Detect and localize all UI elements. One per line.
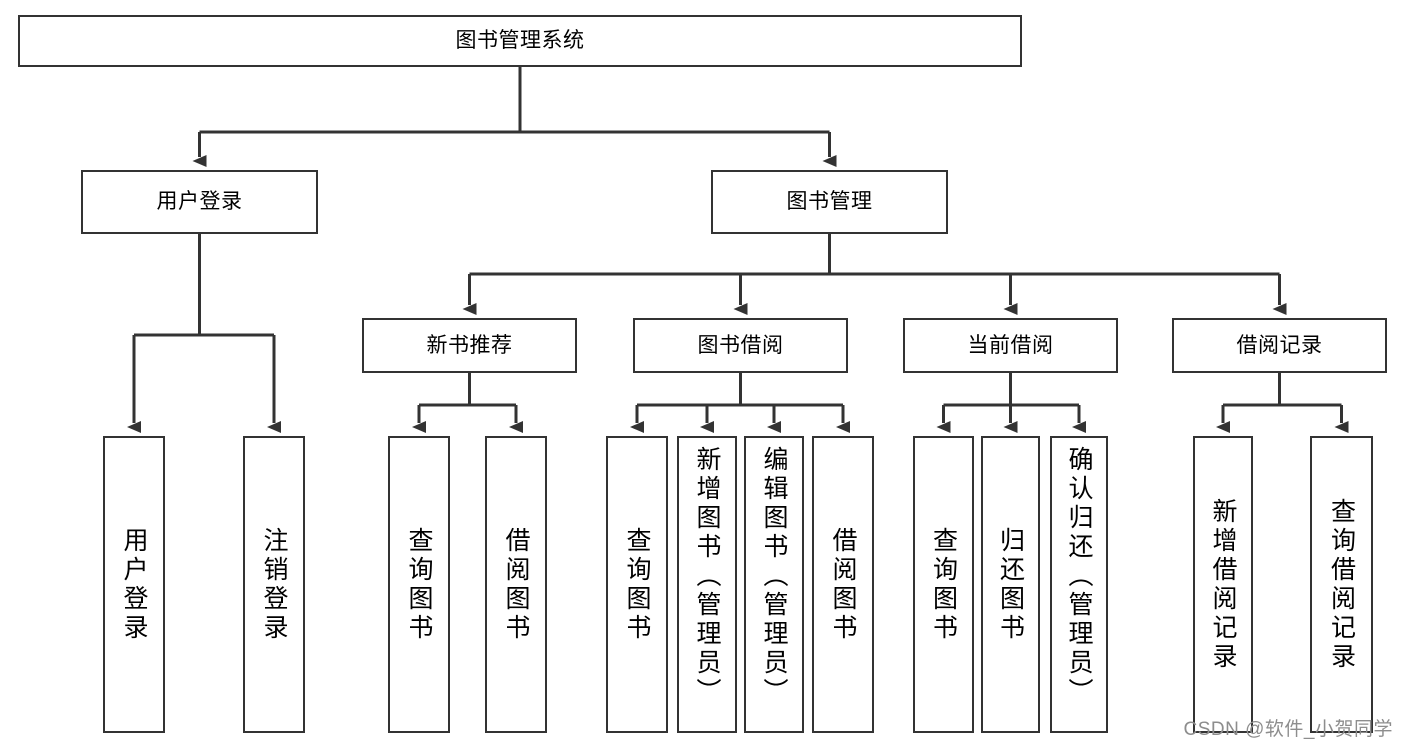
leaf-current-confirm-return-label: 确认归还（管理员） [1065, 446, 1093, 707]
leaf-borrow-borrow-book-label: 借阅图书 [829, 526, 857, 643]
leaf-borrow-edit-book[interactable]: 编辑图书（管理员） [744, 436, 804, 733]
leaf-borrow-add-book[interactable]: 新增图书（管理员） [677, 436, 737, 733]
leaf-new-borrow-book[interactable]: 借阅图书 [485, 436, 547, 733]
node-current-borrow[interactable]: 当前借阅 [903, 318, 1118, 373]
leaf-record-add[interactable]: 新增借阅记录 [1193, 436, 1253, 733]
node-book-management-module-label: 图书管理 [786, 190, 873, 214]
leaf-current-return-book[interactable]: 归还图书 [981, 436, 1040, 733]
node-user-login-module-label: 用户登录 [156, 190, 243, 214]
leaf-current-confirm-return[interactable]: 确认归还（管理员） [1050, 436, 1108, 733]
leaf-borrow-query-book-label: 查询图书 [623, 526, 651, 643]
node-root-label: 图书管理系统 [455, 29, 585, 53]
node-borrow-record[interactable]: 借阅记录 [1172, 318, 1387, 373]
node-current-borrow-label: 当前借阅 [967, 333, 1054, 357]
node-book-borrow[interactable]: 图书借阅 [633, 318, 848, 373]
watermark: CSDN @软件_小贺同学 [1183, 719, 1393, 740]
leaf-user-login[interactable]: 用户登录 [103, 436, 165, 733]
node-user-login-module[interactable]: 用户登录 [81, 170, 318, 234]
leaf-user-logout-label: 注销登录 [260, 526, 288, 643]
node-new-book-recommend[interactable]: 新书推荐 [362, 318, 577, 373]
leaf-borrow-edit-book-label: 编辑图书（管理员） [760, 446, 788, 707]
leaf-borrow-query-book[interactable]: 查询图书 [606, 436, 668, 733]
leaf-record-query-label: 查询借阅记录 [1327, 497, 1356, 672]
node-borrow-record-label: 借阅记录 [1236, 333, 1323, 357]
leaf-user-logout[interactable]: 注销登录 [243, 436, 305, 733]
leaf-user-login-label: 用户登录 [120, 526, 148, 643]
leaf-borrow-borrow-book[interactable]: 借阅图书 [812, 436, 874, 733]
node-new-book-recommend-label: 新书推荐 [426, 333, 513, 357]
leaf-current-query-book[interactable]: 查询图书 [913, 436, 974, 733]
node-book-management-module[interactable]: 图书管理 [711, 170, 948, 234]
leaf-new-query-book[interactable]: 查询图书 [388, 436, 450, 733]
node-root[interactable]: 图书管理系统 [18, 15, 1022, 67]
leaf-current-return-book-label: 归还图书 [996, 526, 1025, 643]
leaf-record-query[interactable]: 查询借阅记录 [1310, 436, 1373, 733]
node-book-borrow-label: 图书借阅 [697, 333, 784, 357]
leaf-record-add-label: 新增借阅记录 [1209, 497, 1237, 672]
leaf-current-query-book-label: 查询图书 [929, 526, 958, 643]
leaf-new-borrow-book-label: 借阅图书 [502, 526, 530, 643]
leaf-borrow-add-book-label: 新增图书（管理员） [693, 446, 721, 707]
leaf-new-query-book-label: 查询图书 [405, 526, 433, 643]
